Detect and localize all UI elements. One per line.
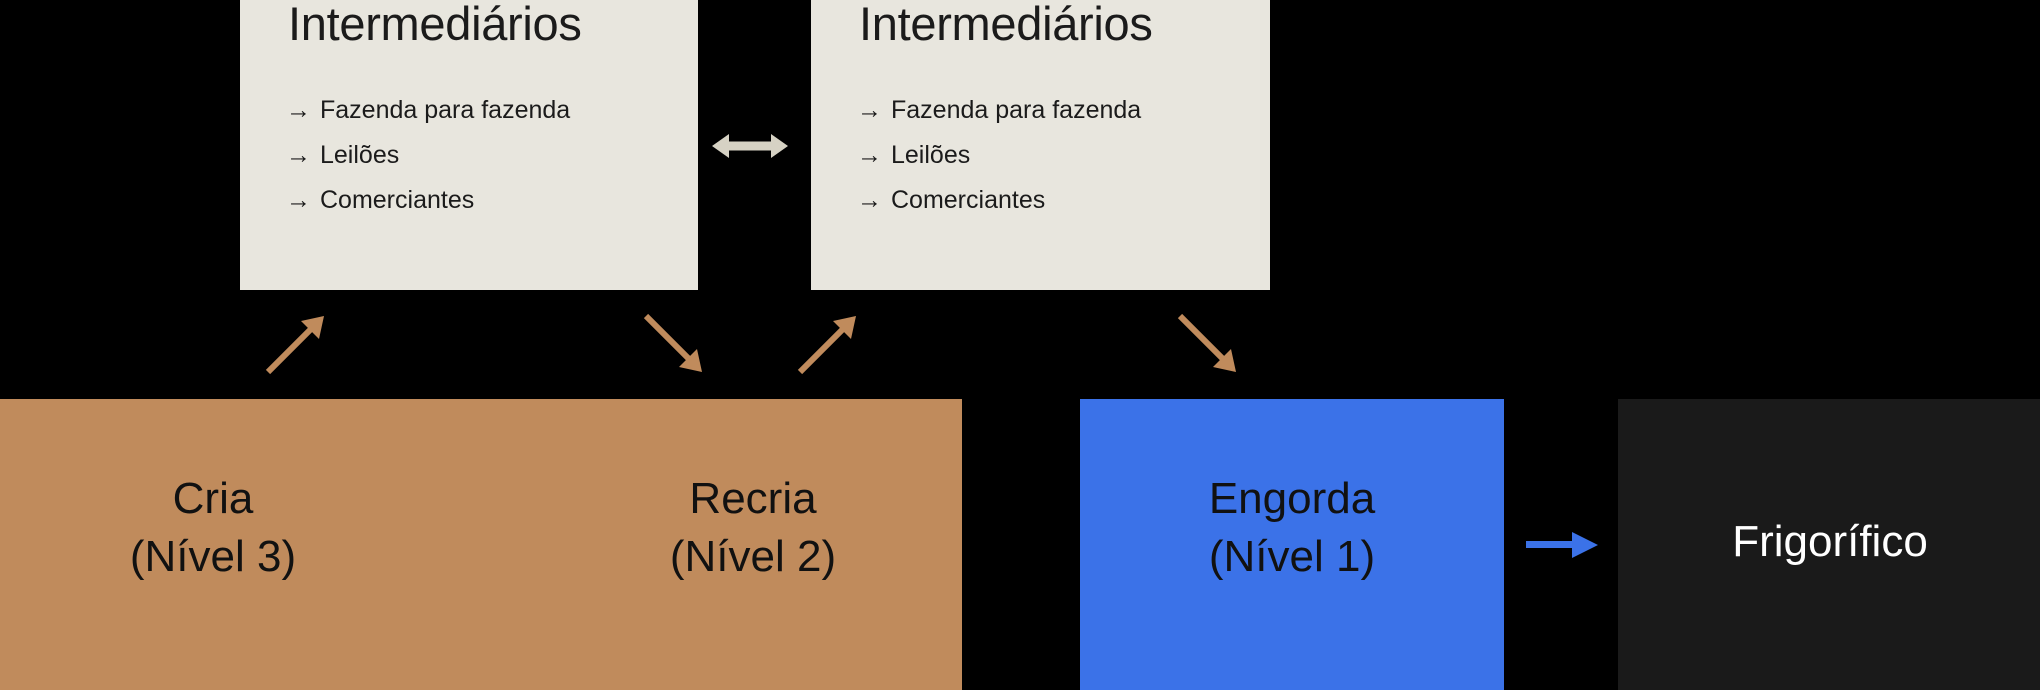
arrow-down-right-icon-intermediary-to-engorda	[1174, 310, 1242, 378]
stage-level-recria: (Nível 2)	[669, 532, 837, 581]
stage-name-engorda: Engorda	[1208, 474, 1376, 523]
intermediary-card-right-list: → Fazenda para fazenda → Leilões → Comercia…	[857, 88, 1141, 223]
stage-box-engorda[interactable]	[1080, 399, 1504, 690]
arrow-up-right-icon-cria-to-intermediary	[262, 310, 330, 378]
stage-name-recria: Recria	[689, 474, 817, 523]
list-item: → Leilões	[857, 133, 1141, 178]
intermediary-card-left-list: → Fazenda para fazenda → Leilões → Comercia…	[286, 88, 570, 223]
list-item: → Leilões	[286, 133, 570, 178]
stage-label-engorda: Engorda (Nível 1)	[1209, 470, 1375, 586]
arrow-right-icon: →	[857, 186, 882, 214]
arrow-right-icon: →	[857, 96, 882, 124]
list-item: → Comerciantes	[286, 178, 570, 223]
stage-label-frigorifico: Frigorífico	[1732, 513, 1928, 571]
list-item-label: Comerciantes	[891, 186, 1046, 214]
arrow-down-right-icon-intermediary-to-recria	[640, 310, 708, 378]
stage-box-frigorifico[interactable]	[1618, 399, 2040, 690]
list-item: → Fazenda para fazenda	[286, 88, 570, 133]
list-item-label: Comerciantes	[320, 186, 475, 214]
arrow-right-icon: →	[286, 96, 311, 124]
intermediary-card-right[interactable]: Intermediários → Fazenda para fazenda → Le…	[811, 0, 1270, 290]
list-item-label: Leilões	[320, 141, 400, 169]
stage-name-frigorifico: Frigorífico	[1732, 517, 1928, 566]
stage-box-cria-recria[interactable]	[0, 399, 962, 690]
list-item: → Comerciantes	[857, 178, 1141, 223]
stage-level-engorda: (Nível 1)	[1208, 532, 1376, 581]
arrow-right-icon: →	[286, 141, 311, 169]
intermediary-card-left[interactable]: Intermediários → Fazenda para fazenda → Le…	[240, 0, 698, 290]
arrow-right-icon-engorda-to-frigorifico	[1526, 528, 1598, 562]
bidirectional-arrow-icon	[712, 128, 788, 164]
stage-label-recria: Recria (Nível 2)	[670, 470, 836, 586]
list-item-label: Fazenda para fazenda	[320, 96, 571, 124]
stage-label-cria: Cria (Nível 3)	[130, 470, 296, 586]
arrow-up-right-icon-recria-to-intermediary	[794, 310, 862, 378]
arrow-right-icon: →	[857, 141, 882, 169]
list-item-label: Fazenda para fazenda	[891, 96, 1142, 124]
arrow-right-icon: →	[286, 186, 311, 214]
intermediary-card-right-title: Intermediários	[859, 0, 1153, 50]
stage-level-cria: (Nível 3)	[129, 532, 297, 581]
list-item-label: Leilões	[891, 141, 971, 169]
list-item: → Fazenda para fazenda	[857, 88, 1141, 133]
stage-name-cria: Cria	[172, 474, 254, 523]
intermediary-card-left-title: Intermediários	[288, 0, 582, 50]
